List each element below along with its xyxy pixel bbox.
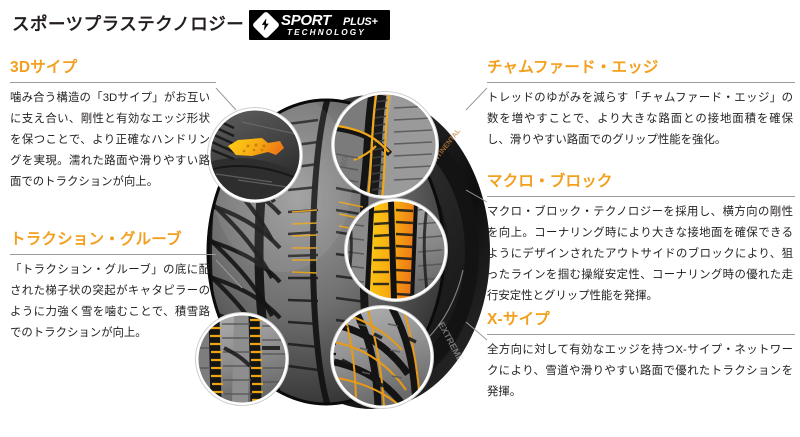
section-heading-traction-groove: トラクション・グルーブ: [10, 231, 182, 248]
section-body-chamfered-edge: トレッドのゆがみを減らす「チャムファード・エッジ」の数を増やすことで、より大きな…: [487, 92, 793, 146]
section-body-3d-sipe: 噛み合う構造の「3Dサイプ」がお互いに支え合い、剛性と有効なエッジ形状を保つこと…: [10, 92, 210, 188]
section-macro-block: マクロ・ブロック マクロ・ブロック・テクノロジーを採用し、横方向の剛性を向上。コ…: [487, 172, 795, 307]
heading-rule: [10, 254, 216, 255]
section-heading-macro-block: マクロ・ブロック: [487, 173, 613, 190]
heading-rule: [10, 82, 216, 83]
lightning-bolt-icon: [261, 18, 269, 31]
callout-traction-groove: [195, 312, 289, 406]
logo-plus-mark: PLUS+: [343, 15, 378, 28]
logo-wordmark: SPORT: [281, 12, 331, 29]
callout-x-sipe: [330, 305, 434, 409]
section-chamfered-edge: チャムファード・エッジ トレッドのゆがみを減らす「チャムファード・エッジ」の数を…: [487, 58, 795, 151]
section-body-x-sipe: 全方向に対して有効なエッジを持つX-サイプ・ネットワークにより、雪道や滑りやすい…: [487, 344, 793, 398]
section-x-sipe: X-サイプ 全方向に対して有効なエッジを持つX-サイプ・ネットワークにより、雪道…: [487, 310, 795, 403]
heading-rule: [487, 196, 795, 197]
logo-subtitle: TECHNOLOGY: [287, 28, 366, 37]
svg-text:60: 60: [338, 155, 350, 167]
sport-plus-technology-logo: SPORT PLUS+ TECHNOLOGY: [249, 10, 390, 40]
section-heading-x-sipe: X-サイプ: [487, 311, 551, 328]
section-heading-chamfered-edge: チャムファード・エッジ: [487, 59, 659, 76]
callout-3d-sipe: [207, 107, 303, 203]
tire-illustration: EXTREME CONTINENTAL: [176, 62, 506, 432]
section-3d-sipe: 3Dサイプ 噛み合う構造の「3Dサイプ」がお互いに支え合い、剛性と有効なエッジ形…: [10, 58, 216, 193]
page-title: スポーツプラステクノロジー: [12, 14, 245, 34]
heading-rule: [487, 82, 795, 83]
section-body-macro-block: マクロ・ブロック・テクノロジーを採用し、横方向の剛性を向上。コーナリング時により…: [487, 206, 793, 302]
callout-chamfered-edge: 60: [331, 91, 439, 199]
section-heading-3d-sipe: 3Dサイプ: [10, 59, 78, 76]
heading-rule: [487, 334, 795, 335]
section-body-traction-groove: 「トラクション・グルーブ」の底に配された梯子状の突起がキャタピラーのように力強く…: [10, 264, 210, 339]
section-traction-groove: トラクション・グルーブ 「トラクション・グルーブ」の底に配された梯子状の突起がキ…: [10, 230, 216, 344]
callout-macro-block: [344, 198, 448, 302]
